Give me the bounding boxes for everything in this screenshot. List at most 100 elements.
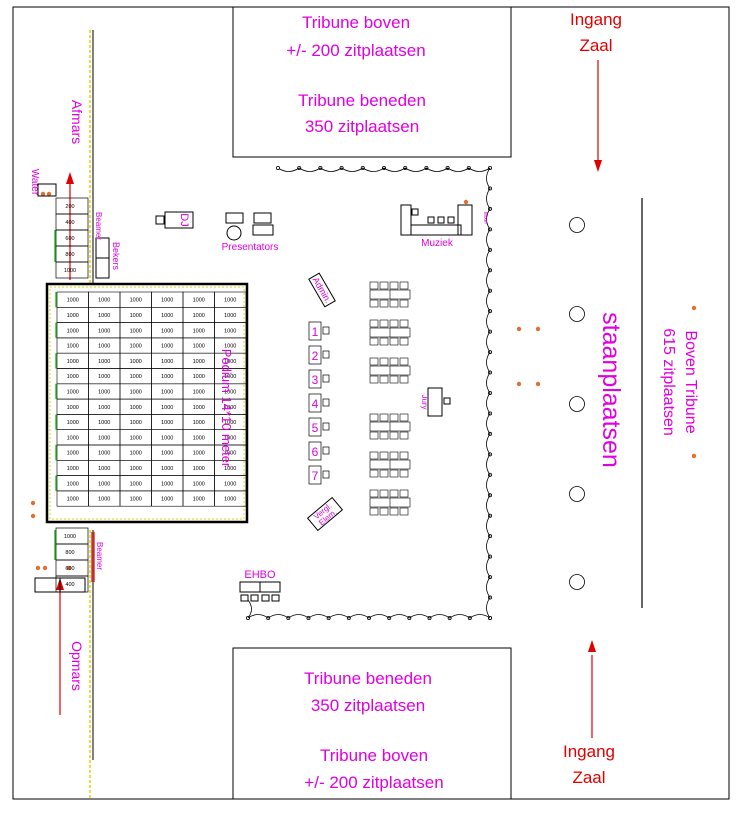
standing-label: staanplaatsen (597, 312, 625, 468)
afmars-label: Afmars (69, 100, 85, 144)
water-label: Water (29, 169, 40, 196)
judge-number: 5 (312, 421, 319, 435)
bekers-label: Bekers (111, 242, 121, 271)
stage-cell-label: 1000 (224, 497, 236, 503)
stair-step (55, 261, 89, 279)
stage-cell-label: 1000 (224, 359, 236, 365)
presentators-area (225, 212, 274, 241)
table-groups (369, 281, 411, 516)
stage-cell-label: 1000 (193, 405, 205, 411)
stage-cell-label: 1000 (193, 298, 205, 304)
stage-cell-label: 1000 (67, 466, 79, 472)
admin-table: Admin. (308, 272, 336, 308)
stage-cell-label: 1000 (98, 328, 110, 334)
jury-table (427, 387, 443, 417)
pillar (569, 306, 585, 322)
stage-cell-label: 1000 (193, 420, 205, 426)
opmars-label: Opmars (69, 641, 85, 691)
afmars-arrowhead (66, 172, 74, 184)
stage-cell-label: 1000 (98, 481, 110, 487)
stage-cell-label: 1000 (67, 420, 79, 426)
orange-dots (30, 191, 541, 571)
stage-cell-label: 1000 (98, 298, 110, 304)
stage-outline (45, 282, 249, 524)
stage-cell-label: 1000 (161, 497, 173, 503)
stage-cell-label: 1000 (161, 389, 173, 395)
judge-number: 7 (312, 469, 319, 483)
stage-cell-label: 1000 (98, 497, 110, 503)
stage-cell-label: 1000 (224, 466, 236, 472)
stage-cell-label: 1000 (224, 344, 236, 350)
pillar (569, 574, 585, 590)
judge-table (308, 441, 322, 461)
tribune-top-line4: 350 zitplaatsen (305, 117, 419, 136)
vergl-table: Vergl. Elem. (306, 496, 344, 532)
stage-cell-label: 1000 (98, 420, 110, 426)
tribune-bottom-line4: +/- 200 zitplaatsen (304, 773, 443, 792)
stage-cell-label: 1000 (224, 481, 236, 487)
stage-cell-label: 1000 (98, 389, 110, 395)
entrance-top-line2: Zaal (579, 36, 612, 55)
tribune-top-line2: +/- 200 zitplaatsen (286, 41, 425, 60)
judge-table (308, 465, 322, 485)
stage-cell-label: 1000 (98, 359, 110, 365)
stage-cell-label: 1000 (130, 328, 142, 334)
entrance-bottom-line2: Zaal (572, 768, 605, 787)
pillar (569, 217, 585, 233)
right-tribune-line2: 615 zitplaatsen (660, 328, 677, 436)
judge-number: 3 (312, 373, 319, 387)
entrance-bottom-line1: Ingang (563, 742, 615, 761)
stage-cell-label: 1000 (67, 405, 79, 411)
stage-cell-label: 1000 (98, 374, 110, 380)
stage-cell-label: 1000 (130, 405, 142, 411)
marker-dot (691, 305, 697, 311)
stage-cell-label: 1000 (67, 497, 79, 503)
stage-rail (49, 286, 245, 520)
right-tribune-line1: Boven Tribune (682, 330, 699, 433)
stage-cell-label: 1000 (130, 359, 142, 365)
stage-cell-label: 1000 (98, 466, 110, 472)
stage-cell-label: 1000 (193, 451, 205, 457)
tribune-bottom-line1: Tribune beneden (304, 669, 432, 688)
stage-cell-label: 1000 (224, 328, 236, 334)
stage-cell-label: 1000 (161, 481, 173, 487)
stage-cell-label: 1000 (98, 451, 110, 457)
stage-cell-label: 1000 (161, 451, 173, 457)
stage-cell-label: 1000 (67, 435, 79, 441)
entrance-top-arrowhead (594, 160, 602, 172)
judge-table (308, 417, 322, 437)
dj-booth (164, 211, 194, 229)
beamer-bottom-screen (91, 532, 95, 582)
stage-cell-label: 1000 (67, 481, 79, 487)
stair-step-label: 600 (65, 566, 74, 572)
stage-cell (214, 490, 247, 507)
stage-cell-label: 1000 (130, 298, 142, 304)
stage-cell-label: 1000 (130, 435, 142, 441)
stage-cell-label: 1000 (161, 298, 173, 304)
stage-cell-label: 1000 (161, 328, 173, 334)
stage-cell-label: 1000 (130, 466, 142, 472)
admin-label: Admin. (311, 275, 334, 304)
stage-cell-label: 1000 (193, 328, 205, 334)
stage-cell-label: 1000 (130, 420, 142, 426)
judge-number: 1 (312, 325, 319, 339)
stage-cell-label: 1000 (161, 466, 173, 472)
judge-table (308, 345, 322, 365)
stage-cell-label: 1000 (67, 344, 79, 350)
pillars (569, 217, 585, 590)
stair-step-label: 1000 (64, 534, 76, 540)
tribune-bottom-line2: 350 zitplaatsen (311, 696, 425, 715)
stage-cell-label: 1000 (98, 435, 110, 441)
stage-cell-label: 1000 (224, 420, 236, 426)
judge-number: 2 (312, 349, 319, 363)
stage-cell-label: 1000 (130, 313, 142, 319)
judge-table (308, 321, 322, 341)
stage-cell-label: 1000 (161, 374, 173, 380)
ehbo-station (239, 581, 281, 602)
stage-cell-label: 1000 (193, 374, 205, 380)
stage-cell-label: 1000 (224, 451, 236, 457)
stage-cell-label: 1000 (130, 451, 142, 457)
stage-cell-label: 1000 (193, 389, 205, 395)
beamer-top-label: Beamer (94, 212, 103, 240)
